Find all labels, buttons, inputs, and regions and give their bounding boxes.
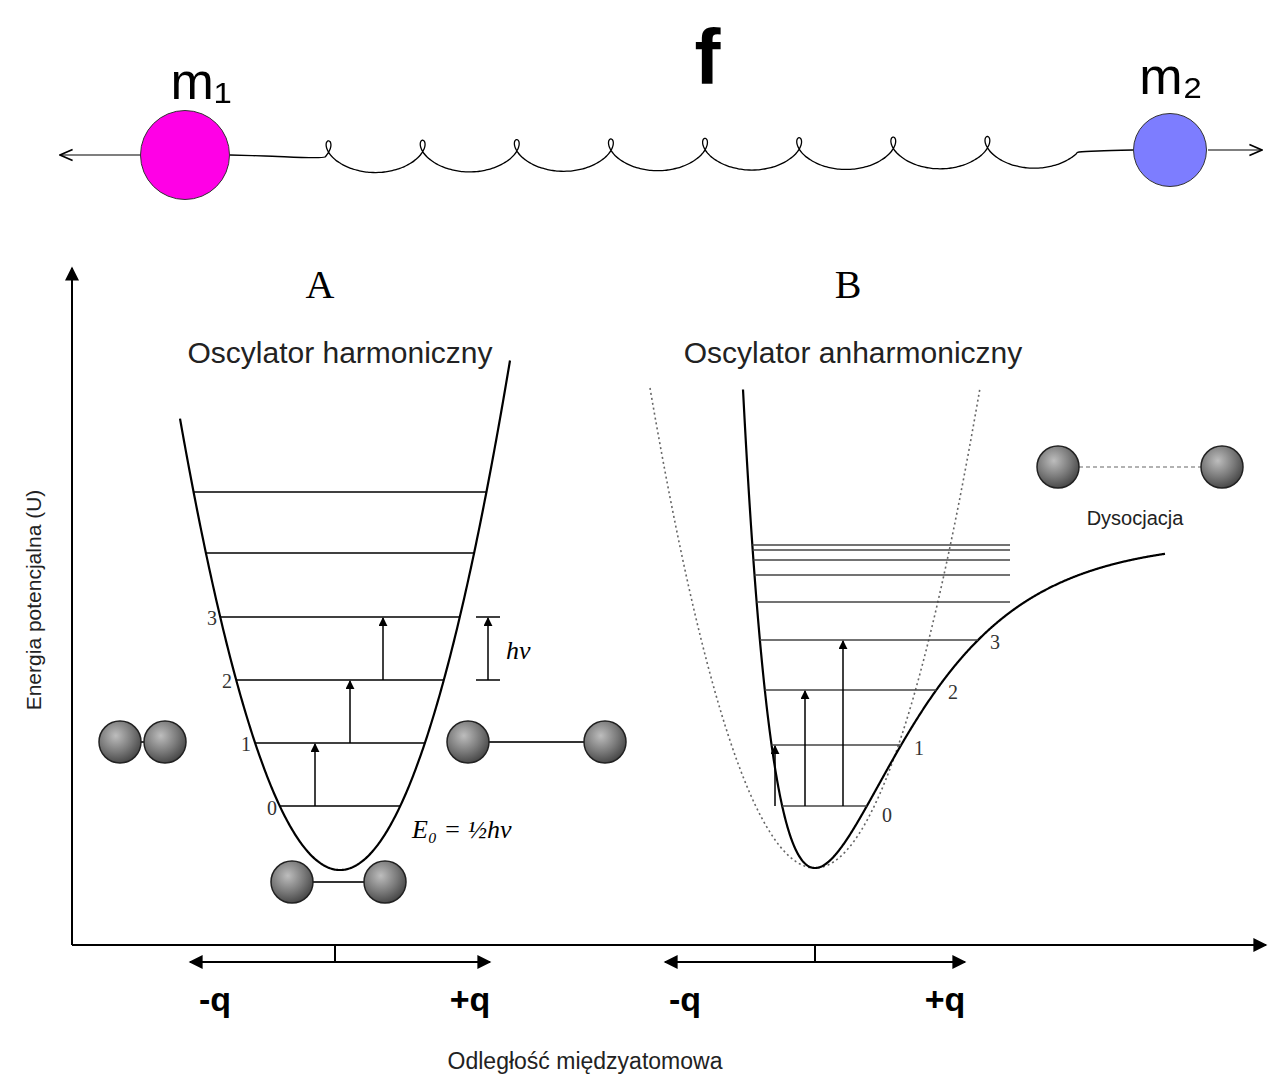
dissociation-label: Dysocjacja bbox=[1087, 507, 1184, 529]
transition-arrow bbox=[774, 746, 776, 806]
morse-curve bbox=[743, 390, 1165, 868]
energy-level bbox=[760, 639, 978, 641]
transition-arrow bbox=[349, 681, 351, 743]
energy-level bbox=[765, 689, 936, 691]
atom bbox=[584, 721, 626, 763]
axis-tick-label: -q bbox=[669, 981, 701, 1018]
bracket-arrow bbox=[487, 618, 489, 680]
energy-level bbox=[752, 544, 1010, 546]
transition-arrow bbox=[382, 618, 384, 680]
transition-arrow bbox=[314, 744, 316, 806]
energy-level bbox=[220, 616, 460, 618]
panel-title: Oscylator harmoniczny bbox=[187, 336, 492, 369]
atom bbox=[1201, 446, 1243, 488]
spring-constant: f bbox=[691, 15, 725, 101]
harmonic-curve bbox=[180, 360, 510, 870]
energy-level bbox=[280, 805, 400, 807]
atom bbox=[271, 861, 313, 903]
mass-ball: m₂ bbox=[1133, 113, 1207, 187]
level-number: 1 bbox=[914, 737, 924, 759]
atom bbox=[364, 861, 406, 903]
level-number: 3 bbox=[990, 631, 1000, 653]
axis-tick-label: +q bbox=[450, 981, 491, 1018]
energy-level bbox=[236, 679, 444, 681]
bracket-tick bbox=[476, 616, 500, 618]
tick bbox=[814, 945, 816, 962]
bond bbox=[1058, 466, 1222, 468]
panel-letter: A bbox=[306, 263, 335, 307]
axis-tick-label: +q bbox=[925, 981, 966, 1018]
level-number: 3 bbox=[207, 607, 217, 629]
panel-title: Oscylator anharmoniczny bbox=[684, 336, 1022, 369]
level-number: 0 bbox=[267, 797, 277, 819]
displacement-arrow bbox=[190, 961, 490, 963]
transition-arrow bbox=[804, 691, 806, 806]
axis-title: Odległość międzyatomowa bbox=[448, 1049, 723, 1074]
y-axis bbox=[71, 268, 73, 945]
level-number: 1 bbox=[241, 733, 251, 755]
quantum-label: hν bbox=[506, 637, 531, 666]
energy-level bbox=[757, 601, 1010, 603]
energy-level bbox=[194, 491, 487, 493]
energy-level bbox=[206, 552, 474, 554]
transition-arrow bbox=[842, 641, 844, 806]
mass-label: m₂ bbox=[1139, 50, 1203, 102]
force-arrow bbox=[60, 154, 140, 155]
atom bbox=[144, 721, 186, 763]
level-number: 2 bbox=[948, 681, 958, 703]
atom bbox=[99, 721, 141, 763]
level-number: 0 bbox=[882, 804, 892, 826]
atom bbox=[447, 721, 489, 763]
energy-level bbox=[753, 559, 1010, 561]
axis-title: Energia potencjalna (U) bbox=[22, 490, 45, 711]
energy-level bbox=[755, 574, 1010, 576]
harmonic-reference bbox=[650, 388, 980, 868]
force-arrow bbox=[1208, 149, 1262, 150]
axis-tick-label: -q bbox=[199, 981, 231, 1018]
spring bbox=[230, 136, 1133, 172]
panel-letter: B bbox=[835, 263, 862, 307]
mass-ball: m₁ bbox=[140, 110, 230, 200]
level-number: 2 bbox=[222, 670, 232, 692]
energy-level bbox=[772, 744, 902, 746]
zero-point-label: E₀ = ½hν bbox=[412, 816, 512, 845]
energy-level bbox=[753, 549, 1010, 551]
energy-level bbox=[255, 742, 425, 744]
tick bbox=[334, 945, 336, 962]
atom bbox=[1037, 446, 1079, 488]
mass-label: m₁ bbox=[171, 55, 232, 107]
x-axis bbox=[72, 944, 1266, 946]
energy-level bbox=[782, 805, 867, 807]
